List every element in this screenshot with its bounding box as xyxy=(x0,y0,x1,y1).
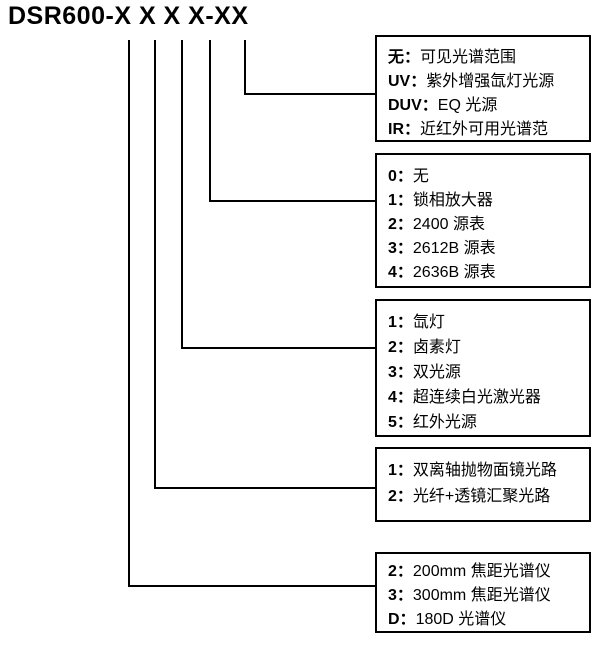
connector-line-horizontal-2 xyxy=(154,487,375,489)
option-line: 2：光纤+透镜汇聚光路 xyxy=(377,484,589,510)
option-code: 0： xyxy=(388,168,413,185)
option-line: 2：卤素灯 xyxy=(377,335,589,360)
option-label: 超连续白光激光器 xyxy=(412,389,541,406)
legend-box-source-meter: 0：无 1：锁相放大器 2：2400 源表 3：2612B 源表 4：2636B… xyxy=(375,153,591,288)
option-line: 2：200mm 焦距光谱仪 xyxy=(377,560,589,584)
option-label: 氙灯 xyxy=(412,314,445,331)
option-line: D：180D 光谱仪 xyxy=(377,608,589,631)
legend-box-optical-path: 1：双离轴抛物面镜光路 2：光纤+透镜汇聚光路 xyxy=(375,447,591,522)
option-line: IR：近红外可用光谱范 xyxy=(377,118,589,140)
option-label: 近红外可用光谱范 xyxy=(420,121,549,138)
option-code: 3： xyxy=(388,364,413,381)
option-line: 5：红外光源 xyxy=(377,410,589,435)
option-label: 无 xyxy=(412,168,429,185)
option-line: DUV：EQ 光源 xyxy=(377,94,589,118)
option-label: 卤素灯 xyxy=(412,339,461,356)
option-code: UV： xyxy=(388,73,427,90)
model-number: DSR600-X X X X-XX xyxy=(8,2,249,30)
option-code: 2： xyxy=(388,339,413,356)
connector-line-horizontal-4 xyxy=(209,200,375,202)
option-label: 2612B 源表 xyxy=(412,240,496,257)
option-label: 2636B 源表 xyxy=(412,264,496,281)
option-label: 红外光源 xyxy=(412,414,477,431)
connector-line-horizontal-5 xyxy=(244,93,375,95)
connector-line-vertical-2 xyxy=(154,40,156,489)
option-line: UV：紫外增强氙灯光源 xyxy=(377,70,589,94)
option-label: 紫外增强氙灯光源 xyxy=(426,73,555,90)
option-code: 4： xyxy=(388,264,413,281)
option-code: 1： xyxy=(388,192,413,209)
option-code: 2： xyxy=(388,216,413,233)
option-line: 无：可见光谱范围 xyxy=(377,46,589,70)
legend-box-spectrometer: 2：200mm 焦距光谱仪 3：300mm 焦距光谱仪 D：180D 光谱仪 xyxy=(375,552,591,633)
option-label: 180D 光谱仪 xyxy=(415,611,507,628)
option-code: 3： xyxy=(388,587,413,604)
option-code: 1： xyxy=(388,462,413,479)
option-code: 5： xyxy=(388,414,413,431)
option-line: 4：超连续白光激光器 xyxy=(377,385,589,410)
option-code: 2： xyxy=(388,563,413,580)
option-code: 1： xyxy=(388,314,413,331)
option-line: 1：双离轴抛物面镜光路 xyxy=(377,458,589,484)
option-code: IR： xyxy=(388,121,421,138)
option-code: 无： xyxy=(388,49,421,66)
option-label: 2400 源表 xyxy=(412,216,485,233)
option-label: 200mm 焦距光谱仪 xyxy=(412,563,551,580)
option-code: DUV： xyxy=(388,97,438,114)
option-label: 双光源 xyxy=(412,364,461,381)
option-line: 3：2612B 源表 xyxy=(377,237,589,261)
option-label: 可见光谱范围 xyxy=(420,49,517,66)
option-line: 1：氙灯 xyxy=(377,310,589,335)
option-label: 双离轴抛物面镜光路 xyxy=(412,462,557,479)
connector-line-vertical-1 xyxy=(128,40,130,587)
legend-box-light-source: 1：氙灯 2：卤素灯 3：双光源 4：超连续白光激光器 5：红外光源 xyxy=(375,299,591,437)
option-line: 2：2400 源表 xyxy=(377,213,589,237)
option-line: 4：2636B 源表 xyxy=(377,261,589,285)
option-line: 0：无 xyxy=(377,165,589,189)
legend-box-spectral-range-suffix: 无：可见光谱范围 UV：紫外增强氙灯光源 DUV：EQ 光源 IR：近红外可用光… xyxy=(375,35,591,142)
option-label: EQ 光源 xyxy=(437,97,498,114)
option-line: 3：300mm 焦距光谱仪 xyxy=(377,584,589,608)
option-label: 锁相放大器 xyxy=(412,192,493,209)
option-label: 300mm 焦距光谱仪 xyxy=(412,587,551,604)
connector-line-horizontal-1 xyxy=(128,585,375,587)
option-line: 3：双光源 xyxy=(377,360,589,385)
connector-line-vertical-5 xyxy=(244,40,246,95)
option-code: 3： xyxy=(388,240,413,257)
option-line: 1：锁相放大器 xyxy=(377,189,589,213)
option-code: 4： xyxy=(388,389,413,406)
connector-line-horizontal-3 xyxy=(181,347,375,349)
option-label: 光纤+透镜汇聚光路 xyxy=(412,488,551,505)
connector-line-vertical-3 xyxy=(181,40,183,349)
option-code: 2： xyxy=(388,488,413,505)
connector-line-vertical-4 xyxy=(209,40,211,202)
option-code: D： xyxy=(388,611,416,628)
